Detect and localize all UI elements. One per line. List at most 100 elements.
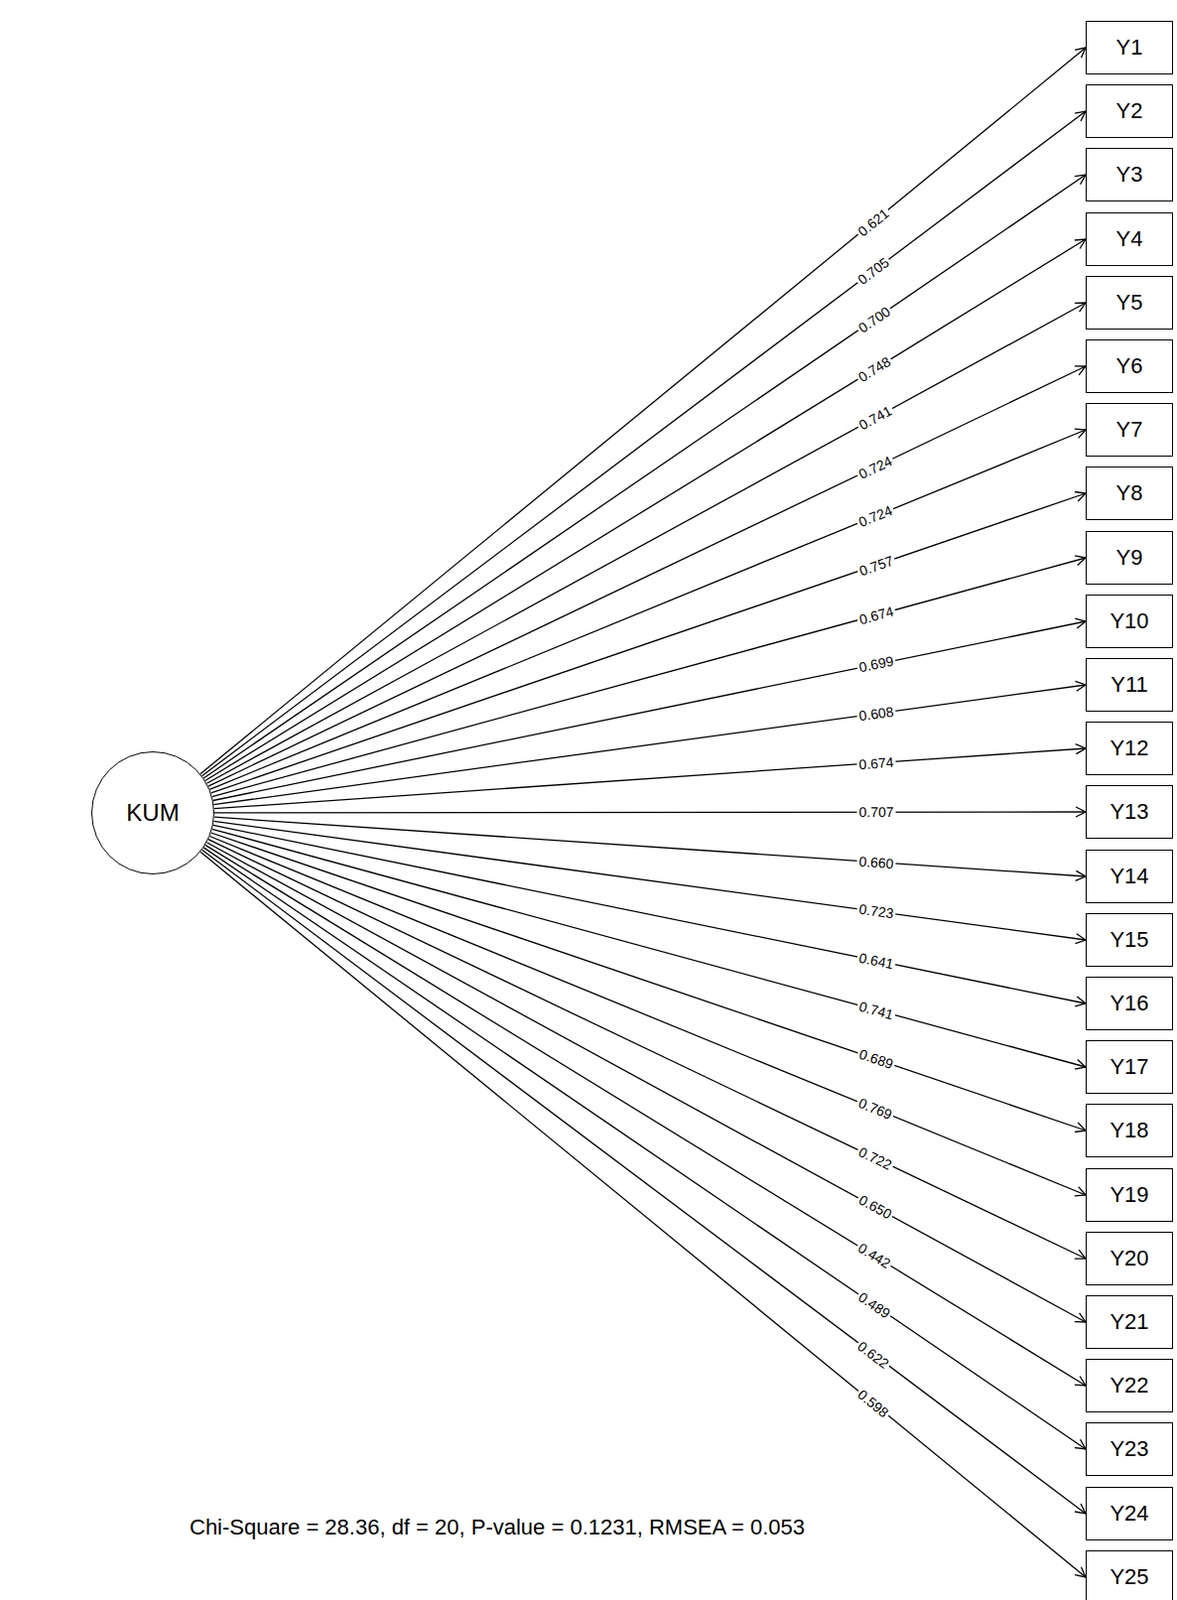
loading-value: 0.757 xyxy=(854,551,897,580)
node-label: Y12 xyxy=(1109,735,1149,762)
loading-arrow xyxy=(200,851,1086,1577)
loading-arrow xyxy=(213,621,1086,801)
node-label: Y19 xyxy=(1109,1181,1149,1208)
node-label: Y14 xyxy=(1109,863,1149,890)
indicator-box: Y10 xyxy=(1085,594,1174,649)
indicator-box: Y11 xyxy=(1085,657,1174,712)
indicator-box: Y7 xyxy=(1085,402,1174,457)
loading-value: 0.608 xyxy=(856,702,898,724)
loading-arrow xyxy=(203,847,1086,1449)
indicator-box: Y16 xyxy=(1085,976,1174,1031)
loading-arrow xyxy=(205,239,1086,782)
indicator-box: Y9 xyxy=(1085,530,1174,585)
indicator-box: Y8 xyxy=(1085,466,1174,521)
indicator-box: Y4 xyxy=(1085,212,1174,266)
node-label: Y10 xyxy=(1109,608,1149,635)
loading-arrow xyxy=(211,832,1086,1131)
node-label: Y22 xyxy=(1109,1372,1149,1399)
node-label: Y25 xyxy=(1109,1564,1149,1590)
indicator-box: Y2 xyxy=(1085,84,1174,138)
loading-value: 0.689 xyxy=(854,1045,897,1073)
indicator-box: Y13 xyxy=(1085,784,1174,839)
loading-value: 0.674 xyxy=(856,753,897,773)
loading-value: 0.700 xyxy=(853,301,895,337)
indicator-box: Y5 xyxy=(1085,275,1174,330)
node-label: Y2 xyxy=(1116,98,1144,125)
loading-arrow xyxy=(213,824,1086,1004)
loading-value: 0.621 xyxy=(853,203,894,241)
node-label: Y21 xyxy=(1109,1308,1149,1335)
loading-arrow xyxy=(209,836,1086,1196)
loading-arrow xyxy=(213,684,1086,805)
loading-arrow xyxy=(212,557,1086,797)
indicator-box: Y12 xyxy=(1085,721,1174,776)
loading-arrow xyxy=(202,849,1086,1514)
loading-value: 0.705 xyxy=(853,253,895,289)
loading-arrow xyxy=(213,820,1086,940)
loading-arrow xyxy=(214,748,1086,809)
loading-arrow xyxy=(212,828,1086,1067)
loading-value: 0.724 xyxy=(854,451,897,483)
latent-circle: KUM xyxy=(91,751,215,875)
loading-arrow xyxy=(200,47,1086,775)
node-label: Y18 xyxy=(1109,1117,1149,1144)
indicator-box: Y20 xyxy=(1085,1231,1174,1286)
indicator-box: Y15 xyxy=(1085,913,1174,967)
node-label: Y20 xyxy=(1109,1245,1149,1272)
loading-arrow xyxy=(205,844,1086,1386)
loading-value: 0.660 xyxy=(856,852,897,872)
loading-value: 0.598 xyxy=(853,1384,894,1422)
loading-value: 0.489 xyxy=(853,1287,895,1322)
loading-value: 0.674 xyxy=(855,602,898,629)
node-label: Y15 xyxy=(1109,926,1149,953)
loading-value: 0.641 xyxy=(855,948,897,972)
node-label: Y11 xyxy=(1110,671,1149,698)
loading-value: 0.442 xyxy=(853,1238,896,1273)
node-label: Y13 xyxy=(1109,798,1149,825)
indicator-box: Y17 xyxy=(1085,1040,1174,1094)
fit-statistics: Chi-Square = 28.36, df = 20, P-value = 0… xyxy=(186,1514,808,1541)
indicator-box: Y24 xyxy=(1085,1486,1174,1541)
node-label: Y5 xyxy=(1116,289,1144,316)
node-label: Y7 xyxy=(1116,416,1144,443)
node-label: Y8 xyxy=(1116,480,1144,507)
loading-value: 0.741 xyxy=(855,997,898,1024)
node-label: Y23 xyxy=(1109,1436,1149,1462)
loading-value: 0.724 xyxy=(854,501,897,531)
loading-value: 0.723 xyxy=(856,901,898,922)
loading-value: 0.622 xyxy=(853,1335,895,1372)
loading-value: 0.741 xyxy=(854,401,897,435)
loading-arrow xyxy=(214,816,1086,877)
node-label: Y3 xyxy=(1116,161,1144,188)
indicator-box: Y19 xyxy=(1085,1168,1174,1222)
loading-arrow xyxy=(208,366,1086,786)
node-label: Y16 xyxy=(1109,990,1149,1017)
loading-value: 0.650 xyxy=(854,1190,897,1224)
loading-arrow xyxy=(208,839,1086,1259)
node-label: Y6 xyxy=(1116,353,1144,380)
indicator-box: Y25 xyxy=(1085,1550,1174,1600)
loading-arrow xyxy=(214,810,1086,813)
indicator-box: Y3 xyxy=(1085,147,1174,202)
node-label: KUM xyxy=(126,798,179,827)
node-label: Y4 xyxy=(1116,226,1144,253)
indicator-box: Y18 xyxy=(1085,1103,1174,1158)
indicator-box: Y23 xyxy=(1085,1422,1174,1476)
loading-arrow xyxy=(203,174,1086,779)
loading-arrow xyxy=(209,429,1086,789)
indicator-box: Y22 xyxy=(1085,1358,1174,1413)
loading-value: 0.707 xyxy=(857,803,897,820)
indicator-box: Y1 xyxy=(1085,20,1174,75)
indicator-box: Y14 xyxy=(1085,849,1174,904)
node-label: Y17 xyxy=(1109,1053,1149,1080)
node-label: Y1 xyxy=(1116,34,1144,61)
node-label: Y9 xyxy=(1116,544,1144,571)
loading-arrow xyxy=(211,493,1086,793)
loading-value: 0.748 xyxy=(853,352,896,387)
loading-value: 0.722 xyxy=(854,1142,897,1174)
loading-value: 0.769 xyxy=(854,1093,897,1124)
indicator-box: Y21 xyxy=(1085,1295,1174,1349)
loading-arrow xyxy=(206,842,1086,1322)
node-label: Y24 xyxy=(1109,1500,1149,1527)
